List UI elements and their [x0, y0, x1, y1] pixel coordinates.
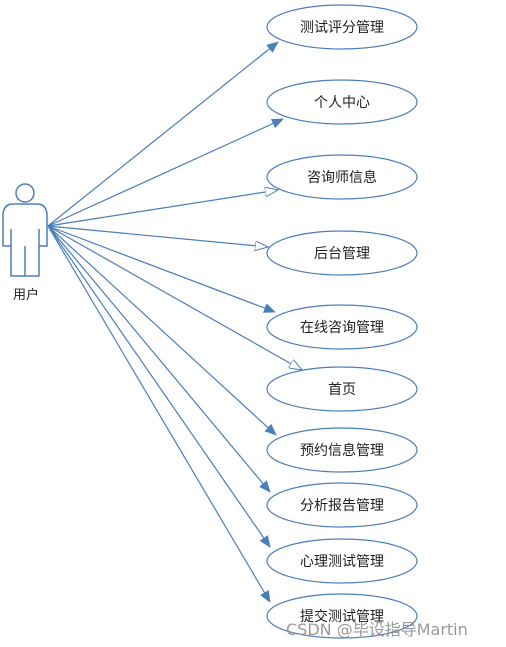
association-line — [47, 225, 277, 436]
use-case: 提交测试管理 — [266, 593, 418, 639]
use-case-label: 个人中心 — [314, 95, 370, 111]
association-line — [47, 225, 302, 370]
use-case-label: 后台管理 — [314, 246, 370, 262]
use-case-ellipse — [266, 593, 418, 639]
use-case-label: 咨询师信息 — [307, 169, 377, 186]
use-case-label: 首页 — [328, 382, 356, 398]
association-line — [47, 225, 271, 548]
use-case-label: 在线咨询管理 — [300, 320, 384, 336]
association-line — [47, 118, 284, 227]
watermark-text: CSDN @毕设指导Martin — [286, 620, 468, 639]
association-line — [47, 41, 279, 227]
use-case: 咨询师信息 — [266, 154, 418, 200]
actor-label: 用户 — [13, 287, 39, 303]
use-case: 心理测试管理 — [266, 538, 418, 584]
use-case-label: 心理测试管理 — [300, 554, 384, 570]
use-case-label: 提交测试管理 — [300, 608, 384, 625]
association-line — [47, 225, 271, 603]
use-case: 个人中心 — [266, 79, 418, 125]
use-case-label: 分析报告管理 — [300, 498, 384, 514]
association-lines — [47, 41, 302, 603]
use-case-ellipse — [266, 538, 418, 584]
actor-user: 用户 — [2, 183, 48, 303]
use-case-ellipse — [266, 304, 418, 350]
use-case: 后台管理 — [266, 230, 418, 276]
use-case: 测试评分管理 — [266, 4, 418, 50]
use-case-ellipse — [266, 230, 418, 276]
actor-head-icon — [15, 183, 35, 203]
use-case: 在线咨询管理 — [266, 304, 418, 350]
use-case-group: 测试评分管理个人中心咨询师信息后台管理在线咨询管理首页预约信息管理分析报告管理心… — [266, 4, 418, 639]
use-case-ellipse — [266, 366, 418, 412]
actor-body-icon — [2, 203, 48, 277]
association-line — [47, 190, 278, 227]
use-case: 预约信息管理 — [266, 427, 418, 473]
use-case-ellipse — [266, 79, 418, 125]
use-case-label: 预约信息管理 — [300, 442, 384, 459]
association-line — [47, 225, 271, 493]
use-case: 分析报告管理 — [266, 482, 418, 528]
use-case-ellipse — [266, 4, 418, 50]
association-line — [47, 225, 276, 313]
association-line — [47, 225, 268, 247]
use-case: 首页 — [266, 366, 418, 412]
use-case-ellipse — [266, 427, 418, 473]
use-case-label: 测试评分管理 — [300, 20, 384, 36]
use-case-ellipse — [266, 482, 418, 528]
use-case-ellipse — [266, 154, 418, 200]
